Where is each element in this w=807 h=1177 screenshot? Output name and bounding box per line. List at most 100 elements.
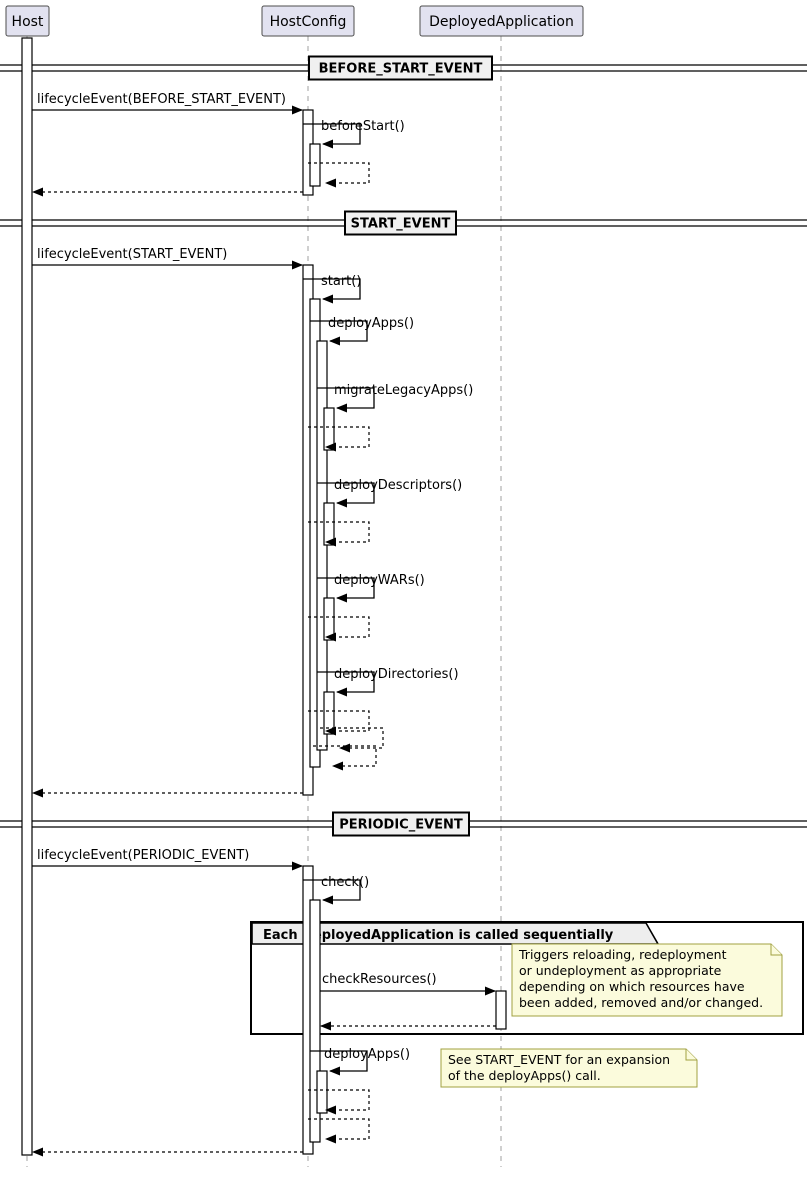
group-tab-label: Each DeployedApplication is called seque… [263, 928, 614, 943]
message-label: deployWARs() [334, 573, 425, 588]
group-each-deployed-application: Each DeployedApplication is called seque… [250, 921, 804, 1035]
message-m16 [320, 727, 384, 753]
message-label: migrateLegacyApps() [334, 383, 473, 398]
message-label: deployApps() [324, 1047, 410, 1062]
divider-label: BEFORE_START_EVENT [319, 62, 483, 77]
message-label: lifecycleEvent(PERIODIC_EVENT) [37, 848, 249, 863]
divider-before-start: BEFORE_START_EVENT [0, 55, 807, 81]
self-message-path [313, 745, 377, 771]
message-label: check() [321, 875, 369, 890]
message-m14: deployDirectories() [317, 667, 459, 697]
group-frame [250, 921, 804, 1035]
divider-label: START_EVENT [351, 217, 451, 232]
message-label: deployApps() [328, 316, 414, 331]
self-message-path [320, 727, 384, 753]
note-line: See START_EVENT for an expansion [448, 1052, 670, 1067]
note-line: Triggers reloading, redeployment [518, 947, 727, 962]
self-message-path [310, 320, 368, 346]
message-label: lifecycleEvent(BEFORE_START_EVENT) [37, 92, 286, 107]
note-fold-icon [685, 1049, 697, 1061]
self-message-path [303, 278, 361, 304]
message-m3 [308, 162, 370, 188]
note-line: or undeployment as appropriate [519, 963, 722, 978]
message-m19: lifecycleEvent(PERIODIC_EVENT) [32, 848, 303, 871]
message-label: checkResources() [322, 972, 437, 987]
message-m10: deployDescriptors() [317, 478, 462, 508]
participants-layer: Host HostConfig DeployedApplication [5, 5, 584, 37]
activations-layer [21, 37, 507, 1156]
message-label: lifecycleEvent(START_EVENT) [37, 247, 227, 262]
message-label: start() [321, 274, 361, 289]
message-m9 [308, 426, 370, 452]
activation-a-cfg-chk [309, 899, 321, 1143]
messages-layer: lifecycleEvent(BEFORE_START_EVENT)before… [32, 92, 496, 1157]
self-message-path [303, 879, 361, 905]
message-m24 [308, 1089, 370, 1115]
activation-a-cfg-wars [323, 597, 335, 641]
activation-a-cfg-bs-self [309, 143, 321, 187]
lifelines-layer [26, 36, 502, 1167]
message-m25 [308, 1118, 370, 1144]
activation-a-cfg-desc [323, 502, 335, 546]
note-fold-icon [770, 944, 782, 956]
participant-box-config[interactable] [261, 5, 355, 37]
divider-start: START_EVENT [0, 210, 807, 236]
message-m17 [313, 745, 377, 771]
self-message-path [308, 616, 370, 642]
participant-config[interactable]: HostConfig [261, 5, 355, 37]
self-message-path [317, 577, 375, 603]
note-body [440, 1048, 698, 1088]
message-label: deployDescriptors() [334, 478, 462, 493]
groups-layer: Each DeployedApplication is called seque… [250, 921, 804, 1035]
participant-label-host: Host [12, 14, 44, 30]
message-m2: beforeStart() [303, 119, 405, 149]
self-message-path [308, 1118, 370, 1144]
self-message-path [308, 521, 370, 547]
self-message-path [308, 1089, 370, 1115]
self-message-path [317, 671, 375, 697]
note-body [511, 943, 783, 1017]
divider-label-box [332, 811, 470, 837]
participant-deploy[interactable]: DeployedApplication [419, 5, 584, 37]
activation-a-cfg-da [316, 1070, 328, 1114]
message-m12: deployWARs() [317, 573, 425, 603]
participant-label-deploy: DeployedApplication [429, 14, 574, 30]
participant-label-config: HostConfig [270, 14, 347, 30]
self-message-path [317, 387, 375, 413]
message-m5: lifecycleEvent(START_EVENT) [32, 247, 303, 270]
message-m21: checkResources() [320, 972, 496, 996]
self-message-path [310, 1050, 368, 1076]
note-line: been added, removed and/or changed. [519, 995, 763, 1010]
divider-periodic: PERIODIC_EVENT [0, 811, 807, 837]
message-m23: deployApps() [310, 1047, 410, 1076]
participant-box-host[interactable] [5, 5, 50, 37]
participant-host[interactable]: Host [5, 5, 50, 37]
self-message-path [303, 123, 361, 149]
activation-a-cfg-mig [323, 407, 335, 451]
divider-label: PERIODIC_EVENT [339, 818, 463, 833]
self-message-path [308, 710, 370, 736]
self-message-path [317, 482, 375, 508]
message-m6: start() [303, 274, 361, 304]
divider-label-box [344, 210, 457, 236]
message-label: deployDirectories() [334, 667, 459, 682]
message-m15 [308, 710, 370, 736]
message-m8: migrateLegacyApps() [317, 383, 473, 413]
participant-box-deploy[interactable] [419, 5, 584, 37]
message-m20: check() [303, 875, 369, 905]
message-m11 [308, 521, 370, 547]
message-m1: lifecycleEvent(BEFORE_START_EVENT) [32, 92, 303, 115]
message-m13 [308, 616, 370, 642]
note-line: depending on which resources have [519, 979, 745, 994]
self-message-path [308, 162, 370, 188]
message-label: beforeStart() [321, 119, 405, 134]
activation-a-host [21, 37, 33, 1156]
note-line: of the deployApps() call. [448, 1068, 601, 1083]
self-message-path [308, 426, 370, 452]
message-m7: deployApps() [310, 316, 414, 346]
divider-label-box [308, 55, 493, 81]
